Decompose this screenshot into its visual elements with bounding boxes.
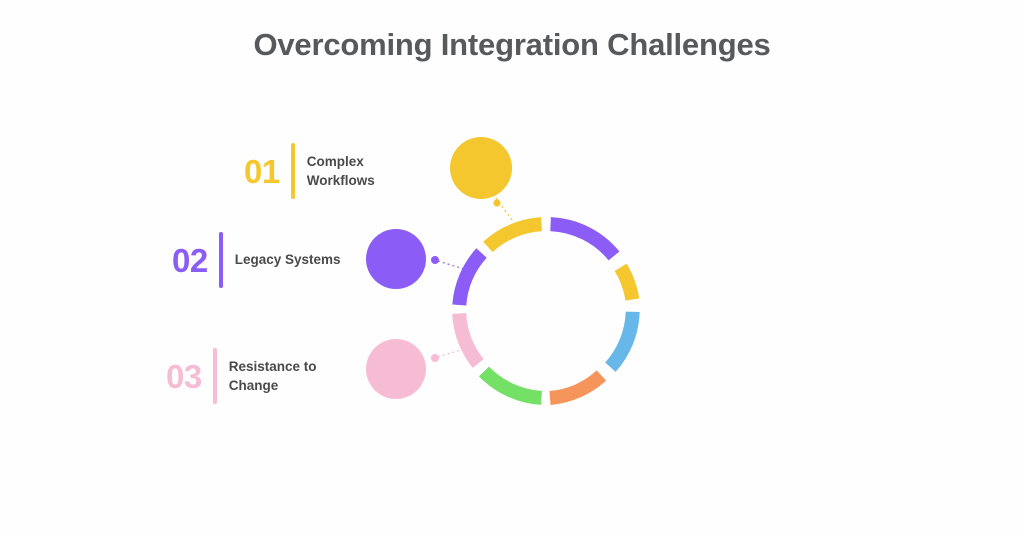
list-item-02[interactable]: 02 Legacy Systems bbox=[172, 232, 341, 288]
donut-segment-7[interactable] bbox=[452, 248, 487, 306]
donut-segment-2[interactable] bbox=[614, 263, 640, 301]
purple-bubble[interactable] bbox=[366, 229, 426, 289]
donut-segment-5[interactable] bbox=[478, 366, 543, 405]
connector-dot-pink bbox=[431, 354, 439, 362]
item-label-03: Resistance to Change bbox=[228, 358, 317, 393]
list-item-01[interactable]: 01 Complex Workflows bbox=[244, 143, 417, 199]
donut-segment-6[interactable] bbox=[452, 312, 484, 368]
item-divider-02 bbox=[218, 232, 223, 288]
item-number-03: 03 bbox=[166, 357, 202, 395]
item-label-02: Legacy Systems bbox=[234, 252, 341, 268]
donut-segment-8[interactable] bbox=[483, 217, 543, 253]
connector-line-pink bbox=[437, 346, 471, 358]
donut-segment-1[interactable] bbox=[550, 217, 620, 261]
item-divider-03 bbox=[212, 348, 217, 404]
item-divider-01 bbox=[290, 143, 295, 199]
donut-ring bbox=[452, 217, 640, 405]
donut-chart-svg bbox=[366, 137, 640, 405]
donut-segment-3[interactable] bbox=[605, 311, 640, 372]
item-label-01: Complex Workflows bbox=[306, 153, 375, 188]
donut-segment-4[interactable] bbox=[549, 370, 607, 405]
connector-dot-purple bbox=[431, 256, 439, 264]
item-number-02: 02 bbox=[172, 241, 208, 279]
connector-purple bbox=[431, 256, 465, 270]
page-title: Overcoming Integration Challenges bbox=[253, 27, 771, 62]
connector-dot-yellow bbox=[493, 199, 501, 207]
connector-line-purple bbox=[437, 260, 465, 270]
donut-chart-graphic bbox=[330, 115, 690, 435]
pink-bubble[interactable] bbox=[366, 339, 426, 399]
yellow-bubble[interactable] bbox=[450, 137, 512, 199]
item-number-01: 01 bbox=[244, 152, 280, 190]
list-item-03[interactable]: 03 Resistance to Change bbox=[166, 348, 339, 404]
connector-pink bbox=[431, 346, 471, 362]
